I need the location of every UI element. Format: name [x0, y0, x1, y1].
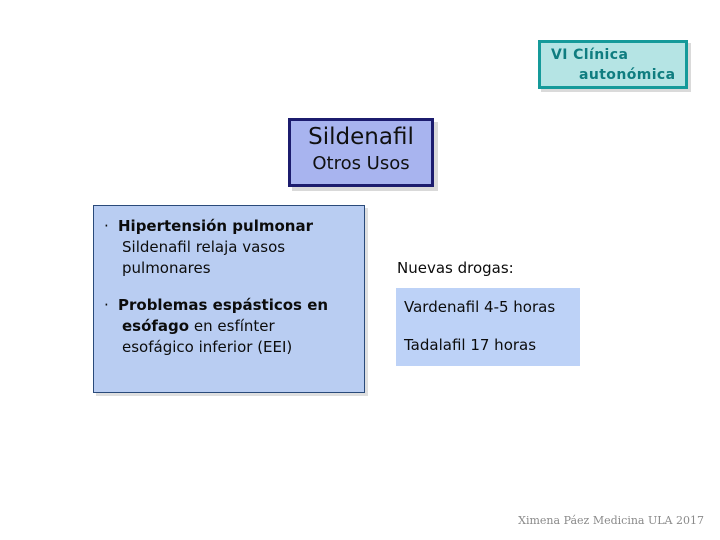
content-box: · Hipertensión pulmonar Sildenafil relaj…	[93, 205, 365, 393]
section-header-line-1: VI Clínica	[551, 47, 629, 63]
bullet-glyph: ·	[104, 296, 109, 314]
bullet-2-line-2-text: en esfínter	[193, 317, 275, 335]
bullet-2-line-3: esofágico inferior (EEI)	[122, 338, 293, 356]
drug-line-tadalafil: Tadalafil 17 horas	[404, 336, 537, 354]
bullet-2-lead-2: esófago	[122, 317, 190, 335]
bullet-1-line-2: Sildenafil relaja vasos	[122, 238, 286, 256]
slide-subtitle: Otros Usos	[312, 153, 410, 174]
list-item: · Hipertensión pulmonar Sildenafil relaj…	[102, 216, 356, 279]
drug-line-vardenafil: Vardenafil 4-5 horas	[404, 298, 556, 316]
section-header-line-2: autonómica	[579, 67, 676, 83]
new-drugs-box: Vardenafil 4-5 horas Tadalafil 17 horas	[396, 288, 580, 366]
bullet-1-line-3: pulmonares	[122, 259, 211, 277]
bullet-glyph: ·	[104, 217, 109, 235]
new-drugs-label: Nuevas drogas:	[397, 259, 514, 277]
list-item: · Problemas espásticos en esófago en esf…	[102, 295, 356, 358]
bullet-2-line-2: esófago en esfínter	[118, 316, 356, 337]
slide-title: Sildenafil	[308, 124, 414, 150]
footer-credit: Ximena Páez Medicina ULA 2017	[518, 514, 704, 527]
slide-title-box: Sildenafil Otros Usos	[288, 118, 434, 187]
section-header-chip: VI Clínica autonómica	[538, 40, 688, 89]
bullet-1-lead: Hipertensión pulmonar	[118, 217, 313, 235]
bullet-2-lead: Problemas espásticos en	[118, 296, 329, 314]
